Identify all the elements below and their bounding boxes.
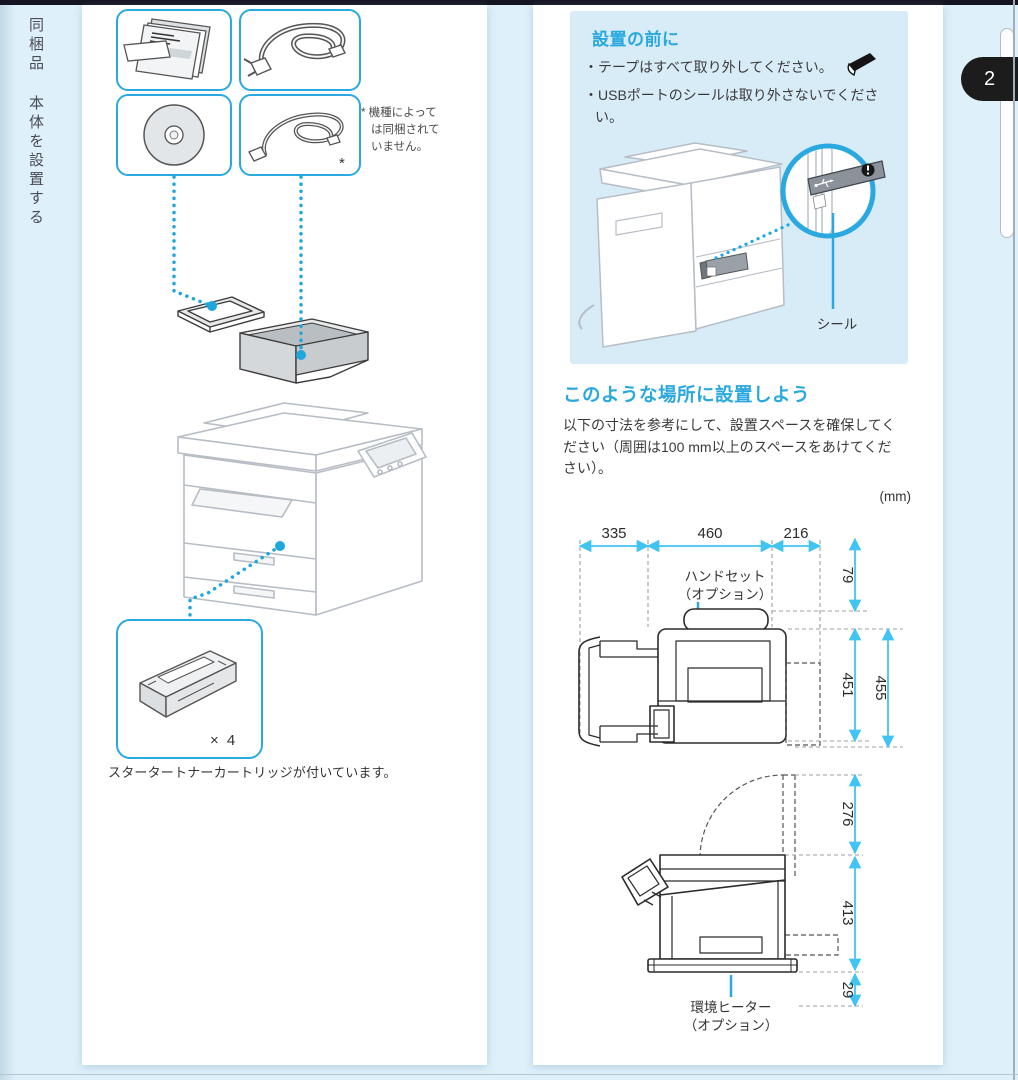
dim-height-413: 413 (839, 900, 856, 925)
page-tab-number: 2 (983, 67, 996, 90)
item-box-cd-rom (116, 94, 232, 176)
before-install-box: 設置の前に ・テープはすべて取り外してください。 ・USBポートのシールは取り外… (570, 11, 908, 364)
included-items-note: * 機種によって は同梱されて いません。 (361, 105, 471, 156)
dim-height-29: 29 (839, 982, 856, 999)
top-edge-bar (0, 0, 1018, 5)
bullet-remove-tape: ・テープはすべて取り外してください。 (584, 59, 833, 75)
bullet-usb-seal-line1: ・USBポートのシールは取り外さないでくださ (584, 87, 879, 103)
modular-cable-icon: * (248, 112, 345, 172)
note-line: いません。 (371, 141, 429, 153)
toner-cartridge-box: × 4 (116, 619, 263, 759)
placement-title: このような場所に設置しよう (563, 384, 811, 405)
sidebar-label-install-unit: 本体を設置する (27, 95, 44, 228)
note-line: * 機種によって (361, 107, 437, 119)
placement-body-line: さい）。 (563, 460, 612, 476)
toner-count: × 4 (210, 732, 237, 749)
left-edge-shade (0, 5, 16, 1080)
heater-label-line1: 環境ヒーター (691, 1000, 772, 1015)
item-box-modular-cable: * (239, 94, 361, 176)
heater-label-line2: （オプション） (684, 1018, 779, 1033)
unit-label: (mm) (879, 489, 911, 504)
printer-front-illustration (177, 402, 427, 623)
placement-body-line: 以下の寸法を参考にして、設置スペースを確保してく (563, 417, 896, 433)
cd-rom-icon (143, 104, 205, 166)
sidebar-label-included-items: 同梱品 (27, 17, 44, 74)
right-page-panel: 設置の前に ・テープはすべて取り外してください。 ・USBポートのシールは取り外… (533, 5, 943, 1065)
placement-body: 以下の寸法を参考にして、設置スペースを確保してく ださい（周囲は100 mm以上… (563, 415, 915, 480)
dim-width-216: 216 (783, 525, 808, 542)
dim-width-460: 460 (697, 525, 722, 542)
handset-label-line1: ハンドセット (685, 569, 766, 584)
item-box-manuals (116, 9, 232, 91)
toner-caption: スタータートナーカートリッジが付いています。 (108, 765, 397, 780)
note-line: は同梱されて (371, 124, 440, 136)
usb-icon (814, 178, 834, 188)
packaging-illustration (172, 175, 369, 384)
dim-height-455: 455 (872, 675, 889, 700)
bottom-hairline (0, 1074, 1018, 1075)
top-view-dimension-diagram: 335 460 216 79 451 455 ハンドセット （オプション） (578, 525, 903, 749)
left-page-panel: * * 機種によって は同梱されて いません。 (82, 5, 487, 1065)
dim-width-335: 335 (601, 525, 626, 542)
cable-asterisk: * (339, 155, 345, 172)
placement-body-line: ださい（周囲は100 mm以上のスペースをあけてくだ (563, 438, 892, 455)
manual-set-icon (123, 18, 211, 80)
callout-dot (207, 301, 217, 311)
dim-height-79: 79 (839, 567, 856, 584)
dim-height-451: 451 (839, 672, 856, 697)
handset-label-line2: （オプション） (678, 587, 773, 602)
power-cord-icon (243, 22, 346, 77)
side-view-dimension-diagram: 276 413 29 環境ヒーター （オプション） (621, 773, 863, 1033)
page-tab[interactable]: 2 (961, 57, 1018, 101)
seal-label: シール (817, 317, 858, 332)
callout-dot (275, 541, 285, 551)
dim-height-276: 276 (839, 801, 856, 826)
usb-seal-illustration: シール (578, 142, 886, 348)
toner-cartridge-icon: × 4 (139, 650, 237, 749)
right-edge-line (1013, 0, 1015, 1080)
bullet-usb-seal-line2: い。 (595, 109, 623, 125)
callout-dot (296, 350, 306, 360)
tape-icon (847, 53, 876, 77)
before-install-title: 設置の前に (592, 30, 680, 49)
sidebar: 同梱品 本体を設置する (16, 5, 82, 1080)
item-box-power-cord (239, 9, 361, 91)
